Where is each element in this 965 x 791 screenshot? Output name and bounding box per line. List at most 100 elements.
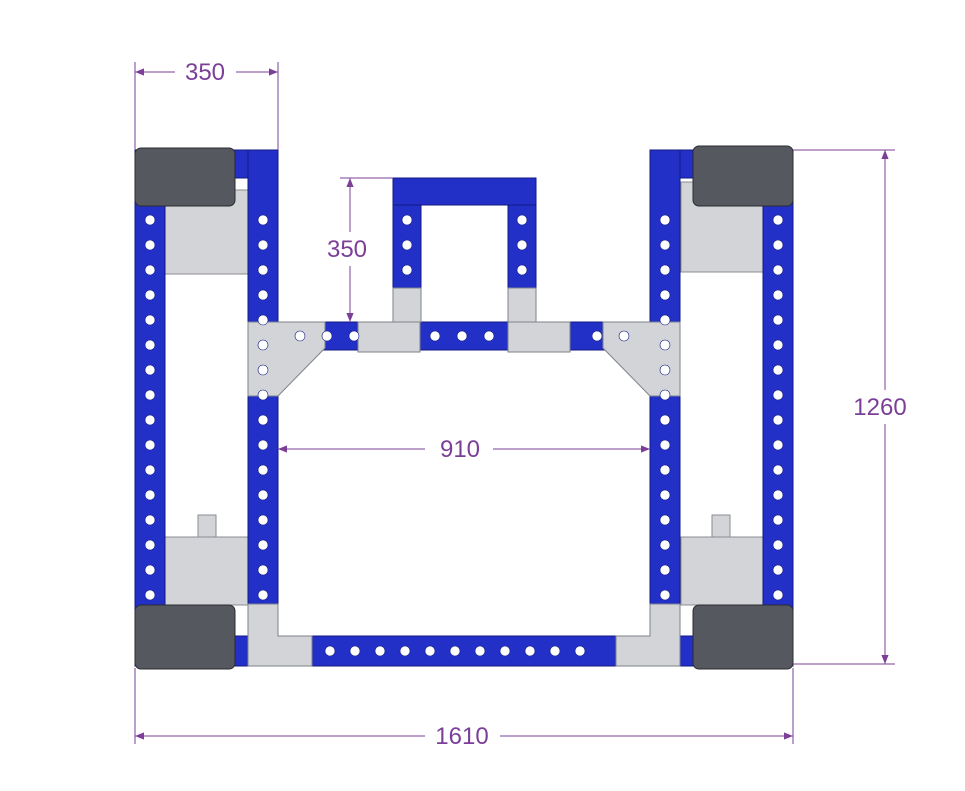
profile-hole: [257, 439, 269, 451]
profile-hole: [144, 489, 156, 501]
profile-hole: [659, 489, 671, 501]
profile-hole: [257, 214, 269, 226]
right-outer-profile: [762, 149, 794, 666]
profile-hole: [324, 645, 336, 657]
profile-hole: [321, 330, 333, 342]
dimensions: [134, 62, 895, 744]
profile-hole: [144, 239, 156, 251]
profile-hole: [772, 339, 784, 351]
profile-hole: [772, 214, 784, 226]
profile-hole: [257, 589, 269, 601]
label-overall-width: 1610: [435, 723, 488, 750]
profile-hole: [659, 439, 671, 451]
caster-bottom-left: [134, 604, 236, 670]
profile-hole: [659, 314, 671, 326]
profile-hole: [591, 330, 603, 342]
profile-hole: [257, 289, 269, 301]
profile-hole: [516, 239, 528, 251]
caster-plate-bottom-right: [680, 536, 766, 606]
profile-hole: [772, 314, 784, 326]
profile-hole: [772, 289, 784, 301]
profile-hole: [659, 589, 671, 601]
profile-hole: [144, 264, 156, 276]
profile-hole: [144, 389, 156, 401]
profile-hole: [659, 539, 671, 551]
profile-hole: [474, 645, 486, 657]
profile-hole: [516, 214, 528, 226]
profile-hole: [144, 339, 156, 351]
profile-hole: [659, 264, 671, 276]
profile-hole: [144, 314, 156, 326]
profile-hole: [424, 645, 436, 657]
profile-hole: [772, 439, 784, 451]
profile-hole: [772, 239, 784, 251]
left-outer-profile: [134, 149, 166, 666]
label-top-width: 350: [185, 59, 225, 86]
profile-hole: [257, 414, 269, 426]
profile-hole: [659, 564, 671, 576]
profile-hole: [401, 264, 413, 276]
profile-hole: [659, 339, 671, 351]
brake-tab-right: [711, 514, 731, 538]
profile-hole: [429, 330, 441, 342]
profile-hole: [144, 514, 156, 526]
profile-hole: [659, 239, 671, 251]
profile-hole: [257, 564, 269, 576]
profile-hole: [618, 330, 630, 342]
profile-hole: [772, 414, 784, 426]
profile-hole: [659, 364, 671, 376]
profile-hole: [401, 239, 413, 251]
caster-top-right: [692, 145, 794, 207]
profile-hole: [516, 264, 528, 276]
profile-hole: [257, 489, 269, 501]
corner-plate-bottom-right: [615, 603, 681, 667]
profile-hole: [257, 314, 269, 326]
profile-hole: [483, 330, 495, 342]
profile-hole: [144, 289, 156, 301]
profile-hole: [349, 645, 361, 657]
t-plate-right: [507, 321, 571, 353]
profile-hole: [659, 514, 671, 526]
gusset-left: [247, 321, 326, 397]
profile-hole: [772, 539, 784, 551]
profile-hole: [257, 364, 269, 376]
profile-hole: [659, 464, 671, 476]
profile-hole: [144, 214, 156, 226]
caster-bottom-right: [692, 604, 794, 670]
label-overall-depth: 1260: [853, 394, 906, 421]
profile-hole: [549, 645, 561, 657]
profile-hole: [294, 330, 306, 342]
profile-hole: [144, 414, 156, 426]
caster-plate-bottom-left: [162, 536, 250, 606]
profile-hole: [144, 539, 156, 551]
profile-hole: [257, 389, 269, 401]
profile-hole: [144, 364, 156, 376]
profile-hole: [659, 214, 671, 226]
profile-hole: [257, 264, 269, 276]
profile-hole: [144, 589, 156, 601]
profile-hole: [772, 564, 784, 576]
profile-hole: [499, 645, 511, 657]
t-plate-right-up: [507, 287, 537, 323]
profile-hole: [257, 239, 269, 251]
profile-hole: [659, 414, 671, 426]
t-plate-left: [357, 321, 421, 353]
profile-hole: [257, 339, 269, 351]
label-tow-bar-depth: 350: [327, 236, 367, 263]
frame: [134, 145, 794, 670]
gusset-right: [602, 321, 681, 397]
profile-hole: [399, 645, 411, 657]
profile-hole: [348, 330, 360, 342]
profile-hole: [144, 439, 156, 451]
profile-hole: [772, 264, 784, 276]
profile-hole: [257, 514, 269, 526]
profile-hole: [401, 214, 413, 226]
profile-hole: [659, 389, 671, 401]
profile-hole: [524, 645, 536, 657]
tow-bar-top-profile: [392, 177, 537, 206]
corner-plate-bottom-left: [247, 603, 313, 667]
t-plate-left-up: [392, 287, 422, 323]
profile-hole: [772, 464, 784, 476]
profile-hole: [257, 464, 269, 476]
